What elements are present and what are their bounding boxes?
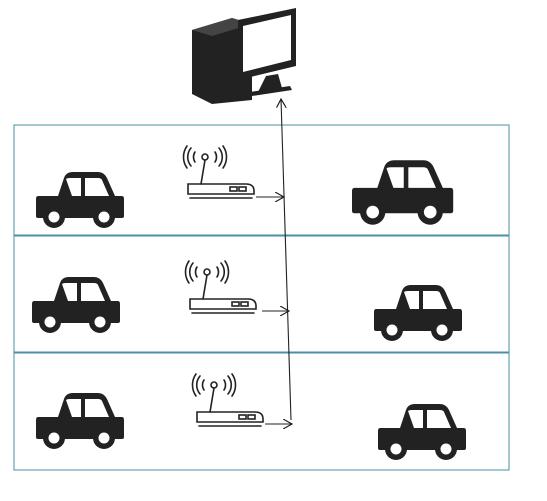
lane-3-box: [13, 352, 510, 471]
car-icon: [36, 393, 124, 449]
wireless-router-icon: [184, 260, 257, 314]
desktop-computer-icon: [192, 3, 296, 104]
backbone-line: [281, 99, 292, 421]
wireless-router-icon: [182, 145, 255, 199]
car-icon: [378, 404, 466, 460]
car-icon: [36, 172, 124, 228]
car-icon: [352, 160, 454, 225]
connectors: [256, 99, 292, 424]
car-icon: [32, 277, 120, 333]
lane-1-box: [13, 124, 510, 236]
lane-2-box: [13, 235, 510, 353]
lanes: [13, 124, 510, 471]
wireless-router-icon: [191, 373, 264, 427]
lane-3: [36, 373, 466, 460]
lane-2: [32, 260, 462, 341]
car-icon: [374, 285, 462, 341]
lane-1: [36, 145, 454, 228]
